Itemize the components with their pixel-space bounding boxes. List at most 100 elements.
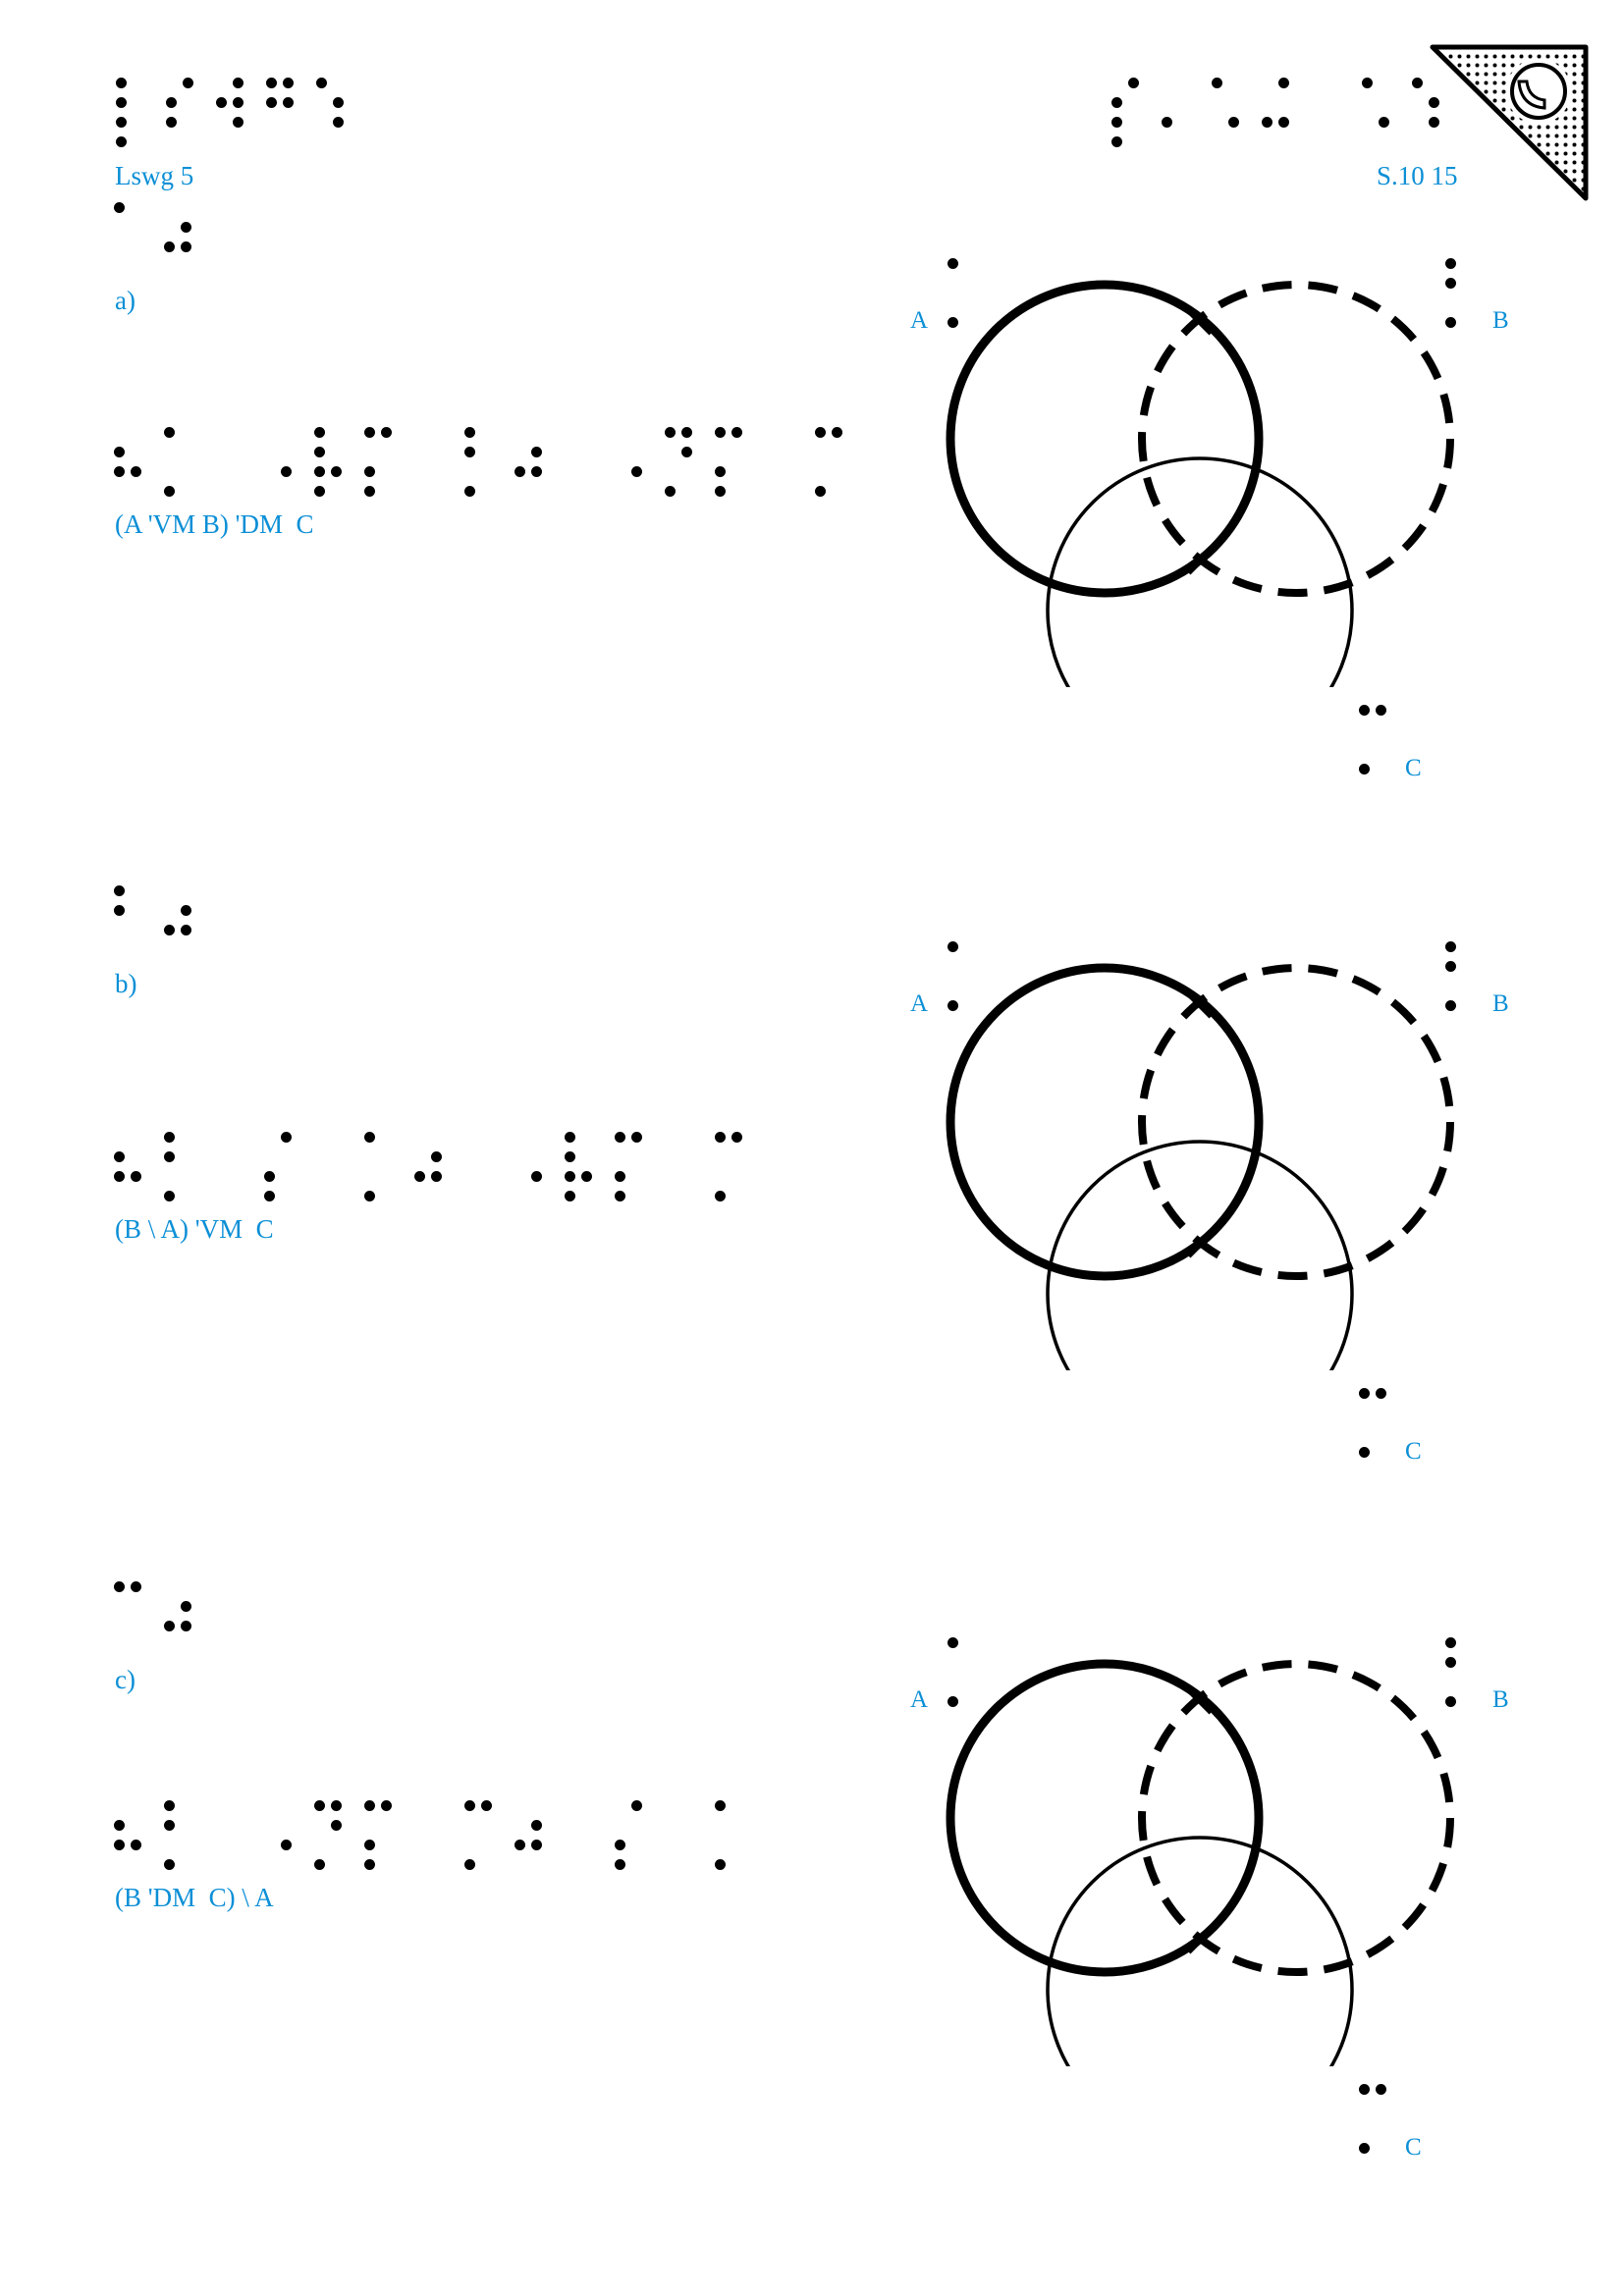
braille-dot (115, 96, 127, 108)
braille-dot (814, 426, 826, 438)
braille-dot (814, 485, 826, 497)
braille-dot (313, 1799, 325, 1811)
braille-dot (215, 96, 227, 108)
set-c-circle (1046, 456, 1354, 687)
braille-dot (463, 446, 475, 457)
braille-dot (313, 446, 325, 457)
braille-dot (180, 904, 191, 916)
braille-dot (714, 1131, 726, 1143)
expression-text: (B 'DM C) \ A (115, 1883, 274, 1912)
braille-dot (113, 1170, 125, 1182)
braille-dot (430, 1150, 442, 1162)
braille-dot (313, 1858, 325, 1870)
set-c-label: C (1405, 1438, 1422, 1465)
braille-dot (113, 1819, 125, 1831)
braille-dot (232, 77, 244, 88)
intersection-tick (1185, 306, 1215, 336)
braille-dot (130, 1839, 141, 1850)
braille-dot (130, 465, 141, 477)
expression-text: (A 'VM B) 'DM C (115, 509, 314, 539)
braille-dot (630, 465, 642, 477)
braille-dot (263, 1170, 275, 1182)
braille-dot (1411, 77, 1423, 88)
braille-dot (330, 1819, 342, 1831)
braille-dot (1444, 960, 1456, 972)
braille-dot (380, 426, 392, 438)
braille-dot (1361, 77, 1373, 88)
braille-dot (580, 1170, 592, 1182)
braille-dot (182, 77, 193, 88)
braille-dot (714, 1858, 726, 1870)
braille-dot (1358, 1387, 1370, 1399)
set-a-circle (946, 280, 1264, 598)
braille-dot (714, 1190, 726, 1201)
braille-dot (232, 116, 244, 128)
intersection-tick (1185, 546, 1215, 575)
set-b-label: B (1492, 307, 1509, 334)
exercise-label: b) (115, 969, 137, 998)
braille-dot (463, 485, 475, 497)
braille-dot (1428, 116, 1439, 128)
braille-dot (1358, 704, 1370, 716)
braille-dot (731, 426, 742, 438)
braille-dot (1444, 1695, 1456, 1707)
header-title: Lswg 5 (115, 161, 194, 190)
set-c-label: C (1405, 755, 1422, 781)
braille-dot (1444, 1636, 1456, 1648)
header-page-ref: S.10 15 (1377, 161, 1458, 190)
braille-dot (1358, 2083, 1370, 2095)
intersection-tick (1185, 1685, 1215, 1715)
set-c-label: C (1405, 2134, 1422, 2161)
braille-dot (282, 96, 294, 108)
braille-dot (947, 999, 958, 1011)
braille-dot (614, 1858, 625, 1870)
braille-dot (180, 1620, 191, 1631)
braille-dot (614, 1170, 625, 1182)
expression-text: (B \ A) 'VM C (115, 1214, 274, 1244)
braille-dot (113, 904, 125, 916)
braille-dot (115, 135, 127, 147)
braille-dot (280, 465, 292, 477)
braille-dot (1358, 2142, 1370, 2154)
braille-dot (363, 465, 375, 477)
braille-dot (664, 426, 676, 438)
set-c-circle (1046, 1836, 1354, 2066)
venn-diagram (946, 1659, 1454, 2066)
braille-dot (463, 1858, 475, 1870)
braille-dot (363, 426, 375, 438)
braille-dot (113, 1150, 125, 1162)
braille-dot (332, 96, 344, 108)
intersection-tick (1185, 989, 1215, 1019)
braille-dot (680, 426, 692, 438)
braille-dot (530, 1839, 542, 1850)
braille-dot (530, 465, 542, 477)
braille-dot (714, 465, 726, 477)
set-b-circle (1138, 281, 1454, 597)
braille-dot (947, 1636, 958, 1648)
braille-dot (163, 1819, 175, 1831)
braille-dot (1375, 704, 1386, 716)
braille-dot (265, 77, 277, 88)
venn-diagram (946, 963, 1454, 1370)
braille-dot (232, 96, 244, 108)
braille-dot (947, 257, 958, 269)
braille-dot (163, 1799, 175, 1811)
braille-dot (1444, 999, 1456, 1011)
set-b-circle (1138, 1660, 1454, 1976)
braille-dot (113, 446, 125, 457)
set-a-label: A (910, 990, 929, 1017)
set-b-circle (1138, 964, 1454, 1280)
braille-dot (1444, 257, 1456, 269)
exercise-label: a) (115, 286, 135, 315)
venn-diagram (946, 280, 1454, 687)
braille-dot (330, 465, 342, 477)
set-b-label: B (1492, 990, 1509, 1017)
braille-dot (380, 1799, 392, 1811)
braille-dot (1444, 1656, 1456, 1668)
braille-dot (463, 426, 475, 438)
braille-dot (315, 77, 327, 88)
braille-dot (1375, 1387, 1386, 1399)
braille-dot (363, 1839, 375, 1850)
braille-dot (714, 485, 726, 497)
braille-dot (363, 1190, 375, 1201)
